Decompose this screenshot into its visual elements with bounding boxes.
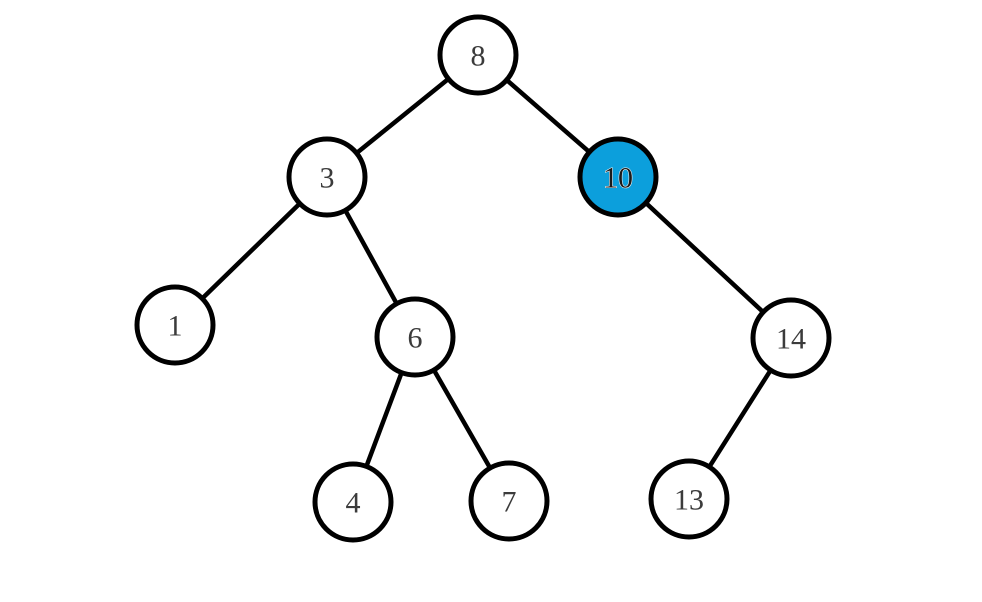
node-label-7: 7: [502, 486, 517, 519]
tree-node-1[interactable]: 1: [134, 284, 216, 366]
tree-node-7[interactable]: 7: [468, 460, 550, 542]
node-label-8: 8: [471, 40, 486, 73]
tree-edges-group: [198, 75, 774, 473]
node-label-1: 1: [168, 310, 183, 343]
tree-node-13[interactable]: 13: [648, 458, 730, 540]
node-circle-8[interactable]: [437, 14, 519, 96]
node-circle-4[interactable]: [312, 461, 394, 543]
tree-node-8[interactable]: 8: [437, 14, 519, 96]
node-circle-3[interactable]: [286, 136, 368, 218]
node-label-10: 10: [603, 162, 633, 195]
node-label-14: 14: [776, 323, 806, 356]
node-label-6: 6: [408, 322, 423, 355]
node-circle-14[interactable]: [750, 297, 832, 379]
node-circle-6[interactable]: [374, 296, 456, 378]
tree-node-4[interactable]: 4: [312, 461, 394, 543]
tree-edge-8-3: [352, 75, 453, 157]
tree-nodes-group: 8 3 10 1 6 14 4 7 13: [134, 14, 832, 543]
node-circle-7[interactable]: [468, 460, 550, 542]
tree-node-3[interactable]: 3: [286, 136, 368, 218]
tree-edge-10-14: [642, 199, 767, 316]
node-label-4: 4: [346, 487, 361, 520]
tree-edge-3-1: [198, 199, 304, 303]
node-circle-10[interactable]: [577, 136, 659, 218]
tree-edge-8-10: [502, 76, 594, 156]
tree-node-14[interactable]: 14: [750, 297, 832, 379]
tree-node-10[interactable]: 10: [577, 136, 659, 218]
node-circle-1[interactable]: [134, 284, 216, 366]
node-label-3: 3: [320, 162, 335, 195]
tree-edge-6-4: [363, 368, 405, 471]
node-circle-13[interactable]: [648, 458, 730, 540]
tree-edge-3-6: [342, 206, 400, 308]
tree-edge-14-13: [706, 366, 774, 471]
tree-edge-6-7: [430, 365, 494, 473]
tree-node-6[interactable]: 6: [374, 296, 456, 378]
node-label-13: 13: [674, 484, 704, 517]
